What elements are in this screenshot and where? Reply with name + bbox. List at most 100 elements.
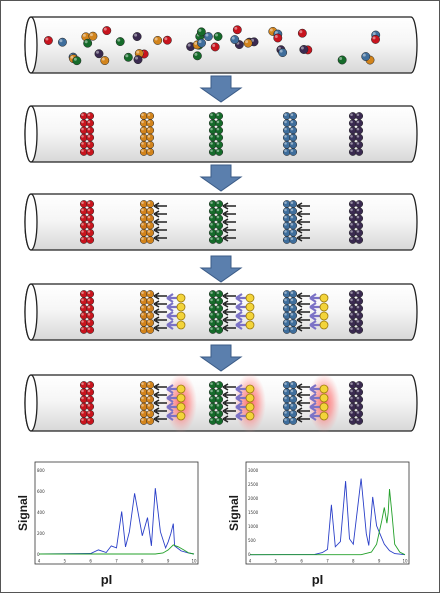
bead-highlight (350, 120, 353, 124)
bead-highlight (210, 382, 213, 385)
mixed-protein-bead (162, 35, 172, 45)
mixed-protein-bead (132, 32, 142, 42)
primary-antibody (153, 407, 167, 415)
primary-antibody (222, 407, 236, 415)
primary-antibody (153, 383, 167, 391)
bead-highlight (284, 223, 287, 226)
secondary-antibody (166, 393, 177, 403)
bead-highlight (216, 237, 220, 241)
bead-highlight (290, 404, 294, 407)
primary-antibody (153, 308, 167, 316)
purple-protein-bead (355, 133, 364, 142)
red-protein-bead (79, 409, 88, 418)
bead-highlight (198, 40, 202, 44)
x-tick-label: 5 (275, 559, 278, 564)
hrp-label (176, 411, 186, 421)
blue-protein-bead (289, 381, 298, 389)
mixed-protein-bead (102, 26, 112, 36)
bead-highlight (356, 389, 360, 393)
secondary-antibody (166, 320, 177, 330)
green-protein-bead (208, 388, 217, 397)
green-protein-bead (208, 395, 217, 404)
bead-highlight (216, 396, 220, 400)
orange-protein-bead (146, 402, 155, 411)
bead-highlight (350, 149, 353, 153)
blue-protein-bead (282, 200, 291, 208)
orange-protein-bead (139, 133, 148, 142)
bead-highlight (216, 404, 220, 407)
green-protein-bead (215, 409, 224, 418)
green-protein-bead (215, 395, 224, 404)
x-tick-label: 4 (249, 559, 252, 564)
bead-highlight (350, 113, 353, 116)
bead-highlight (87, 327, 91, 330)
bead-highlight (350, 418, 353, 421)
blue-protein-bead (289, 318, 298, 327)
bead-highlight (164, 37, 168, 41)
green-protein-bead (208, 112, 217, 120)
primary-antibody (153, 226, 167, 234)
green-protein-bead (208, 381, 217, 389)
green-protein-bead (208, 140, 217, 149)
blue-protein-bead (282, 290, 291, 298)
bead-highlight (147, 382, 151, 385)
bead-highlight (290, 298, 294, 302)
green-protein-bead (208, 119, 217, 128)
bead-highlight (284, 142, 287, 145)
red-protein-bead (79, 388, 88, 397)
purple-protein-bead (348, 112, 357, 120)
mixed-protein-bead (83, 38, 93, 48)
bead-highlight (81, 320, 84, 323)
bead-highlight (216, 215, 220, 219)
blue-protein-bead (289, 304, 298, 313)
primary-antibody (296, 415, 310, 423)
bead-highlight (284, 237, 287, 241)
hrp-label (245, 402, 255, 412)
green-protein-bead (208, 148, 217, 156)
orange-protein-bead (146, 236, 155, 244)
blue-protein-bead (289, 207, 298, 216)
bead-highlight (210, 201, 213, 205)
green-protein-bead (208, 409, 217, 418)
bead-highlight (234, 26, 238, 30)
bead-highlight (356, 208, 360, 212)
bead-highlight (284, 418, 287, 421)
orange-protein-bead (139, 311, 148, 320)
mixed-protein-bead (213, 32, 223, 41)
bead-highlight (59, 39, 63, 43)
primary-antibody (222, 226, 236, 234)
orange-protein-bead (146, 417, 155, 425)
primary-antibody (222, 218, 236, 226)
bead-highlight (87, 120, 91, 124)
bead-highlight (356, 135, 360, 138)
bead-highlight (350, 291, 353, 294)
hrp-label (319, 393, 329, 403)
red-protein-bead (79, 148, 88, 156)
bead-highlight (194, 41, 198, 45)
orange-protein-bead (139, 417, 148, 425)
primary-antibody (222, 324, 236, 332)
bead-highlight (284, 382, 287, 385)
purple-protein-bead (355, 112, 364, 120)
green-protein-bead (208, 221, 217, 230)
bead-highlight (210, 396, 213, 400)
bead-highlight (216, 149, 220, 153)
bead-highlight (210, 230, 213, 233)
bead-highlight (284, 404, 287, 407)
red-protein-bead (86, 326, 95, 334)
bead-highlight (350, 127, 353, 131)
x-axis-label: pI (312, 572, 324, 587)
secondary-antibody (309, 311, 320, 321)
primary-antibody (296, 399, 310, 407)
orange-protein-bead (139, 290, 148, 298)
primary-antibody (222, 292, 236, 300)
bead-highlight (141, 389, 144, 393)
bead-highlight (284, 201, 287, 205)
orange-protein-bead (146, 304, 155, 313)
bead-highlight (87, 320, 91, 323)
bead-highlight (216, 201, 220, 205)
purple-protein-bead (355, 311, 364, 320)
bead-highlight (290, 313, 294, 316)
red-protein-bead (79, 381, 88, 389)
bead-highlight (81, 313, 84, 316)
